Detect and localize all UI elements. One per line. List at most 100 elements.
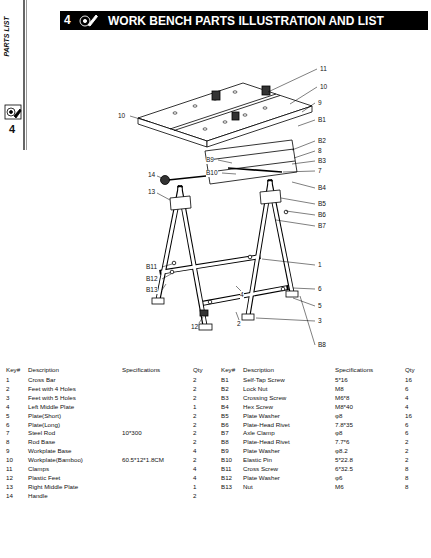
table-cell: B5	[221, 413, 229, 419]
table-cell: Plate Washer	[243, 448, 280, 454]
table-cell: 1	[6, 377, 9, 383]
table-cell: B3	[221, 395, 229, 401]
table-cell: B12	[221, 475, 232, 481]
table-cell: 6	[405, 430, 408, 436]
table-cell: 2	[193, 395, 196, 401]
table-cell: 7.8*35	[335, 422, 353, 428]
callout-number: B12	[146, 276, 158, 283]
table-cell: Crossing Screw	[243, 395, 286, 401]
table-cell: Hex Screw	[243, 404, 273, 410]
callout-number: 7	[318, 168, 322, 175]
table-cell: Lock Nut	[243, 386, 267, 392]
table-cell: 4	[405, 395, 408, 401]
table-cell: B13	[221, 484, 232, 490]
table-cell: 6	[405, 422, 408, 428]
table-header: Description	[243, 367, 274, 373]
table-cell: Plate-Head Rivet	[243, 422, 290, 428]
callout-number: 3	[318, 318, 322, 325]
table-cell: 8	[6, 439, 9, 445]
table-cell: 6*32.5	[335, 466, 353, 472]
table-cell: 7.7*6	[335, 439, 349, 445]
table-cell: 2	[193, 422, 196, 428]
section-number: 4	[64, 14, 71, 26]
table-cell: φ8	[335, 430, 342, 436]
table-cell: Right Middle Plate	[28, 484, 78, 490]
table-cell: Workplate Base	[28, 448, 72, 454]
callout-number: B13	[146, 287, 158, 294]
callout-number: 1	[318, 262, 322, 269]
callout-number: 10	[118, 113, 125, 120]
table-cell: 8	[405, 475, 408, 481]
page-number: 4	[9, 124, 15, 135]
table-cell: 4	[193, 448, 196, 454]
table-cell: Handle	[28, 493, 48, 499]
table-header: Description	[28, 367, 59, 373]
table-header: Key#	[221, 367, 235, 373]
table-cell: 13	[6, 484, 13, 490]
callout-number: 2	[237, 321, 241, 328]
table-cell: 6	[405, 386, 408, 392]
table-cell: 2	[6, 386, 9, 392]
table-cell: Cross Screw	[243, 466, 278, 472]
table-cell: Axle Clamp	[243, 430, 275, 436]
table-cell: M6*8	[335, 395, 349, 401]
callout-number: 4	[240, 292, 244, 299]
table-cell: 8	[405, 484, 408, 490]
table-cell: Cross Bar	[28, 377, 56, 383]
table-cell: 14	[6, 493, 13, 499]
table-cell: 4	[405, 404, 408, 410]
callout-number: B8	[318, 342, 326, 349]
table-cell: B11	[221, 466, 232, 472]
table-cell: φ8.2	[335, 448, 348, 454]
table-cell: 2	[405, 439, 408, 445]
table-cell: Feet with 5 Holes	[28, 395, 76, 401]
table-cell: 12	[6, 475, 13, 481]
table-header: Specifications	[122, 367, 160, 373]
table-cell: Steel Rod	[28, 430, 55, 436]
callout-number: B1	[318, 117, 326, 124]
callout-number: 12	[191, 324, 198, 331]
table-cell: 2	[193, 413, 196, 419]
table-cell: Self-Tap Screw	[243, 377, 285, 383]
table-cell: 1	[193, 404, 196, 410]
table-cell: 8	[405, 466, 408, 472]
callout-number: 14	[148, 172, 155, 179]
callout-number: 5	[318, 303, 322, 310]
table-cell: Plate Washer	[243, 413, 280, 419]
table-cell: φ8	[335, 413, 342, 419]
table-header: Key#	[6, 367, 20, 373]
table-cell: φ6	[335, 475, 342, 481]
callout-number: 6	[318, 286, 322, 293]
table-cell: Plastic Feet	[28, 475, 60, 481]
callout-number: B6	[318, 212, 326, 219]
table-cell: Rod Base	[28, 439, 55, 445]
callout-number: 13	[148, 189, 155, 196]
table-cell: 2	[193, 386, 196, 392]
table-header: Qty	[193, 367, 203, 373]
table-cell: B7	[221, 430, 229, 436]
table-cell: Plate(Long)	[28, 422, 60, 428]
table-cell: B6	[221, 422, 229, 428]
callout-number: B9	[206, 157, 214, 164]
table-cell: Plate(Short)	[28, 413, 61, 419]
table-cell: 4	[6, 404, 9, 410]
table-cell: 1	[193, 484, 196, 490]
table-cell: 2	[193, 457, 196, 463]
callout-number: B3	[318, 158, 326, 165]
table-cell: 2	[193, 439, 196, 445]
table-cell: B2	[221, 386, 229, 392]
table-cell: B10	[221, 457, 232, 463]
table-header: Specifications	[335, 367, 373, 373]
table-cell: M8	[335, 386, 344, 392]
table-cell: Feet with 4 Holes	[28, 386, 76, 392]
section-title: WORK BENCH PARTS ILLUSTRATION AND LIST	[106, 14, 386, 28]
table-cell: 3	[6, 395, 9, 401]
callout-number: B4	[318, 185, 326, 192]
table-cell: 2	[193, 430, 196, 436]
table-cell: 4	[193, 466, 196, 472]
table-cell: M8*40	[335, 404, 353, 410]
table-cell: 2	[405, 457, 408, 463]
callout-number: B7	[318, 223, 326, 230]
callout-number: 10	[320, 84, 327, 91]
